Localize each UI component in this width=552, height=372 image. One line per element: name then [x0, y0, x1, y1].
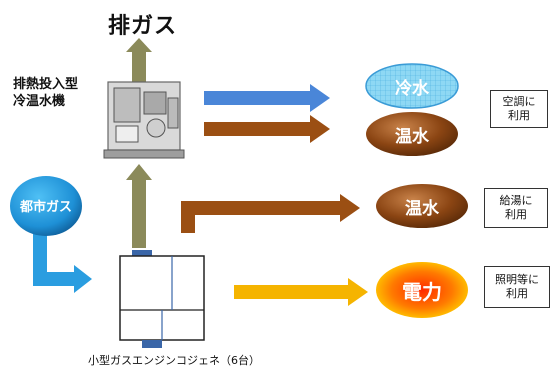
exhaust-gas-label: 排ガス [108, 14, 178, 39]
chilled-water-arrow [204, 84, 330, 112]
hot-water-arrow-1 [204, 115, 330, 143]
city-gas-arrow [33, 232, 92, 293]
hot-water-label-2: 温水 [405, 198, 439, 219]
cogeneration-label: 小型ガスエンジンコジェネ（6台） [88, 354, 260, 367]
city-gas-bubble [10, 176, 82, 236]
power-label: 電力 [402, 279, 442, 304]
cogeneration-units-icon [119, 250, 205, 348]
use-box-hot-water-supply: 給湯に 利用 [484, 188, 548, 228]
exhaust-arrow [126, 38, 152, 82]
absorption-chiller-icon [103, 81, 185, 159]
heat-to-absorber-arrow [126, 164, 152, 248]
city-gas-label: 都市ガス [19, 200, 72, 215]
use-box-lighting: 照明等に 利用 [484, 266, 550, 308]
hot-water-arrow-2 [181, 194, 360, 233]
hot-water-ellipse-1 [366, 112, 458, 156]
absorber-label: 排熱投入型 冷温水機 [13, 77, 79, 109]
power-ellipse [376, 262, 468, 318]
power-arrow [234, 278, 368, 306]
chilled-water-label: 冷水 [395, 78, 429, 99]
hot-water-ellipse-2 [376, 184, 468, 228]
chilled-water-ellipse [365, 63, 459, 109]
hot-water-label-1: 温水 [395, 126, 429, 147]
use-box-air-conditioning: 空調に 利用 [490, 90, 548, 128]
